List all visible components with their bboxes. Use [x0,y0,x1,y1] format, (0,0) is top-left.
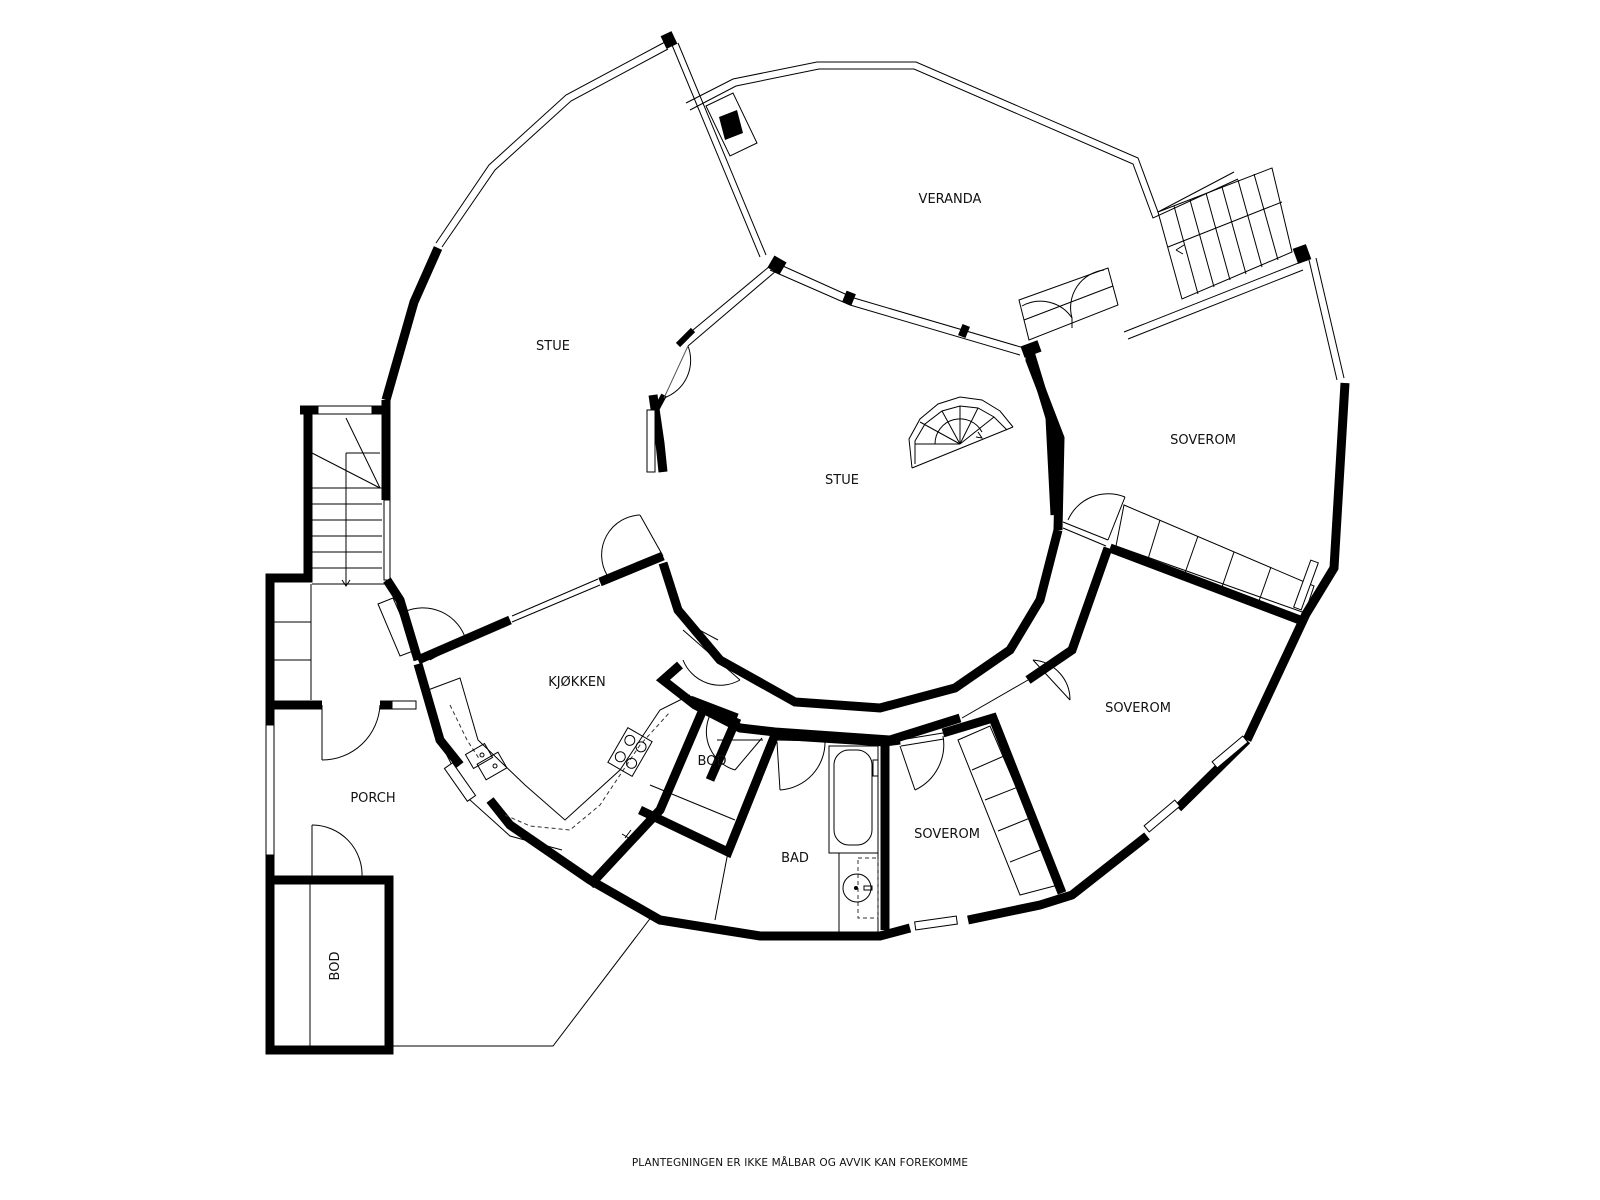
stue-outer-windows [435,31,767,258]
spiral-arrow-icon [975,431,984,439]
soverom-ne-walls [1025,350,1319,625]
room-label-stue-center: STUE [825,473,859,488]
exterior-walls [265,244,1350,1055]
water-heater-icon [621,829,633,841]
disclaimer-text: PLANTEGNINGEN ER IKKE MÅLBAR OG AVVIK KA… [631,1157,969,1169]
room-label-stue-outer: STUE [536,339,570,354]
bod-bad-walls [621,714,890,934]
room-label-bod-outer: BOD [328,952,343,981]
stair-arrow-icon [1175,244,1185,255]
porch-walls [265,700,653,1047]
room-label-bod-inner: BOD [698,754,727,769]
chimney-icon [719,110,743,140]
soverom-e-windows [1143,735,1249,833]
stove-icon [607,726,653,778]
stair-arrow-icon [341,579,351,587]
veranda-stairs [1157,167,1293,300]
room-label-kjokken: KJØKKEN [548,675,606,690]
central-stue-walls [646,255,1065,713]
kitchen-window [443,762,477,802]
room-label-soverom-ne: SOVEROM [1170,433,1236,448]
veranda-double-door [1018,267,1119,341]
soverom-s-walls [884,712,1067,931]
room-label-veranda: VERANDA [919,192,982,207]
room-label-soverom-e: SOVEROM [1105,701,1171,716]
room-label-porch: PORCH [350,791,395,806]
spiral-staircase [908,396,1014,469]
room-label-bad: BAD [781,851,809,866]
room-label-soverom-s: SOVEROM [914,827,980,842]
entrance-stairs [274,405,423,700]
sink-icon [464,742,508,781]
veranda-deck [685,61,1293,341]
